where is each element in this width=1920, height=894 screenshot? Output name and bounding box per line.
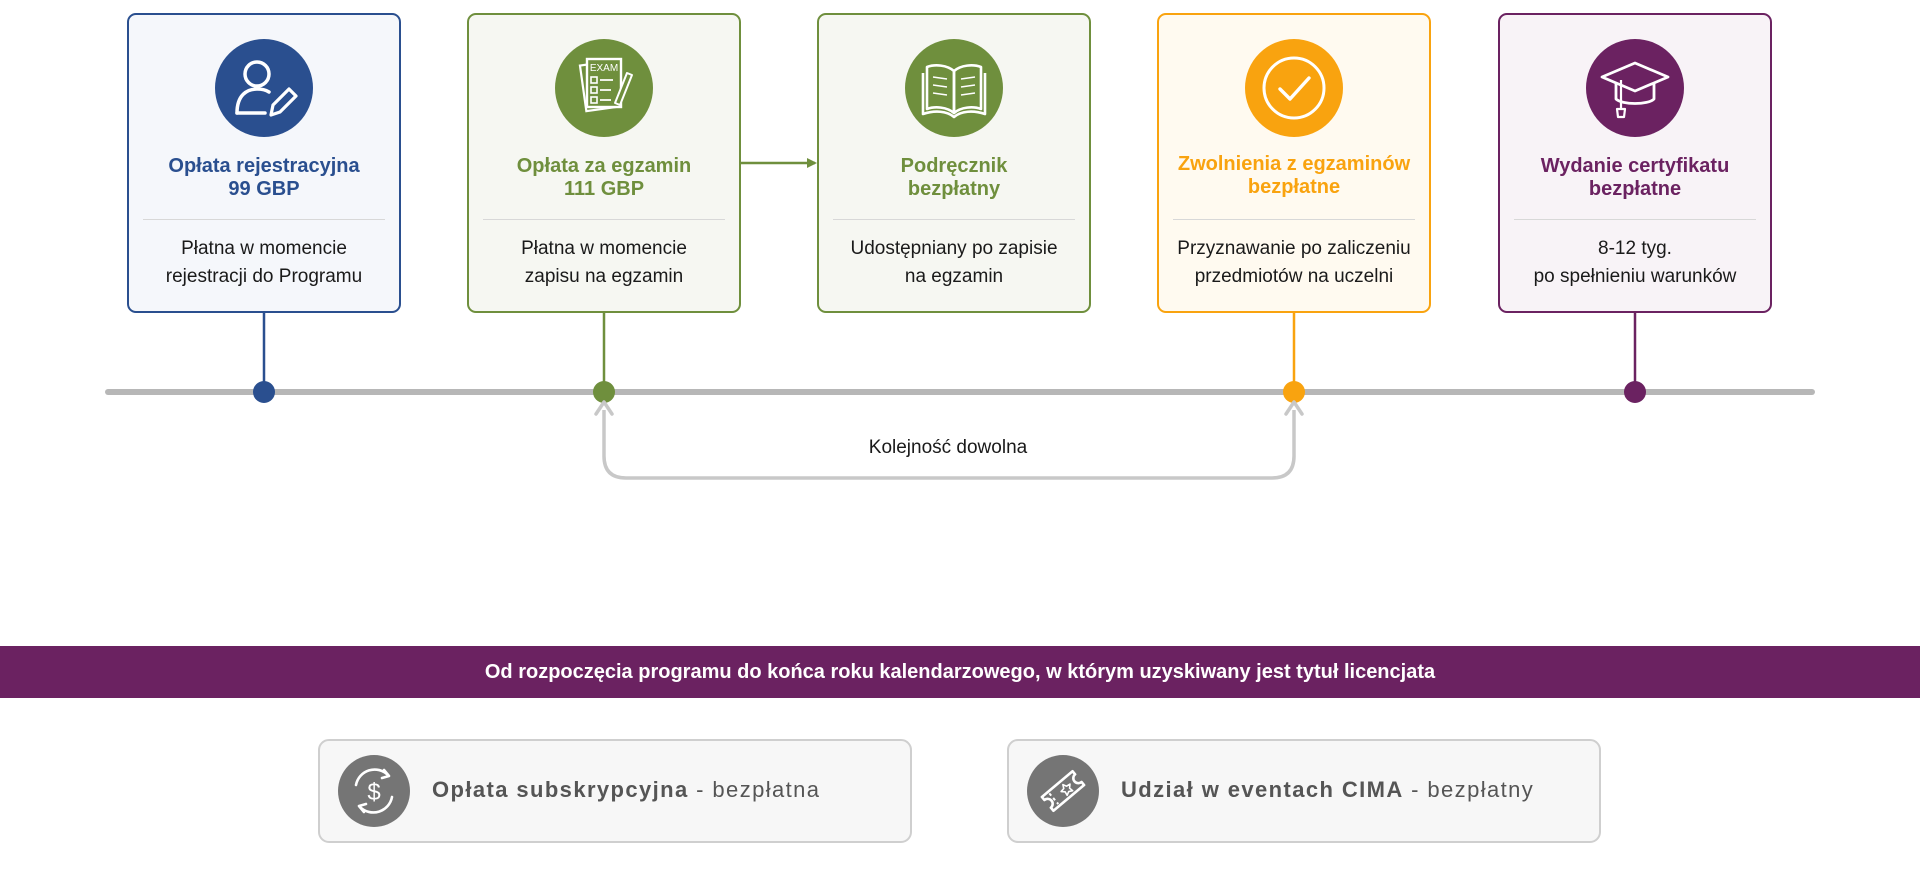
card-description-line: Przyznawanie po zaliczeniu [1177,238,1411,259]
benefit-value: bezpłatna [712,777,821,802]
card-description-line: Udostępniany po zapisie [850,238,1058,259]
card-divider [483,219,725,220]
card-title-line: Zwolnienia z egzaminów [1177,153,1411,175]
card-title: Wydanie certyfikatu bezpłatne [1506,155,1764,201]
card-description: Przyznawanie po zaliczeniu przedmiotów n… [1165,235,1423,291]
card-title-line: 99 GBP [228,178,300,200]
card-title: Podręcznik bezpłatny [825,155,1083,201]
check-circle-icon [1245,39,1343,137]
any-order-arrowhead [594,400,614,416]
card-registration-fee: Opłata rejestracyjna 99 GBP Płatna w mom… [127,13,401,313]
card-title-line: 111 GBP [563,178,645,200]
card-divider [833,219,1075,220]
card-description-line: Płatna w momencie [181,238,347,259]
timeline-dot [1283,381,1305,403]
card-title: Opłata za egzamin 111 GBP [475,155,733,201]
card-divider [1173,219,1415,220]
any-order-label: Kolejność dowolna [868,437,1028,458]
open-book-icon [905,39,1003,137]
any-order-arrowhead [1284,400,1304,416]
card-description-line: po spełnieniu warunków [1533,266,1737,287]
benefit-text: Udział w eventach CIMA - bezpłatny [1121,777,1534,803]
benefit-separator: - [688,777,713,802]
card-title-line: Wydanie certyfikatu [1540,155,1730,177]
timeline-dot [593,381,615,403]
exam-sheet-icon: EXAM [555,39,653,137]
card-title-line: Opłata za egzamin [516,155,692,177]
card-description: Płatna w momencie zapisu na egzamin [475,235,733,291]
card-description: Płatna w momencie rejestracji do Program… [135,235,393,291]
card-title-line: bezpłatne [1247,176,1341,198]
card-divider [143,219,385,220]
card-textbook: Podręcznik bezpłatny Udostępniany po zap… [817,13,1091,313]
card-divider [1514,219,1756,220]
card-title: Opłata rejestracyjna 99 GBP [135,155,393,201]
card-certificate: Wydanie certyfikatu bezpłatne 8-12 tyg. … [1498,13,1772,313]
benefit-events: Udział w eventach CIMA - bezpłatny [1007,739,1601,843]
card-description-line: Płatna w momencie [521,238,687,259]
card-title: Zwolnienia z egzaminów bezpłatne [1165,153,1423,199]
card-exam-fee: EXAM Opłata za egzamin 111 GBP Płatna w … [467,13,741,313]
card-description-line: 8-12 tyg. [1598,238,1672,259]
card-description: 8-12 tyg. po spełnieniu warunków [1506,235,1764,291]
svg-text:$: $ [367,779,380,806]
ticket-icon [1027,755,1099,827]
card-title-line: bezpłatny [907,178,1001,200]
timeline-dot [253,381,275,403]
card-exemptions: Zwolnienia z egzaminów bezpłatne Przyzna… [1157,13,1431,313]
benefit-label: Opłata subskrypcyjna [432,777,689,802]
benefit-text: Opłata subskrypcyjna - bezpłatna [432,777,820,803]
user-edit-icon [215,39,313,137]
program-duration-banner: Od rozpoczęcia programu do końca roku ka… [0,646,1920,698]
card-description-line: zapisu na egzamin [524,266,684,287]
benefit-subscription: $ Opłata subskrypcyjna - bezpłatna [318,739,912,843]
card-description: Udostępniany po zapisie na egzamin [825,235,1083,291]
exam-icon-label: EXAM [590,63,618,74]
dollar-cycle-icon: $ [338,755,410,827]
card-description-line: na egzamin [904,266,1004,287]
timeline-dot [1624,381,1646,403]
benefit-value: bezpłatny [1427,777,1535,802]
card-title-line: Opłata rejestracyjna [168,155,360,177]
card-description-line: przedmiotów na uczelni [1194,266,1394,287]
benefit-separator: - [1403,777,1428,802]
card-title-line: Podręcznik [900,155,1008,177]
card-description-line: rejestracji do Programu [165,266,363,287]
any-order-arrow [602,410,1296,480]
benefit-label: Udział w eventach CIMA [1121,777,1404,802]
graduation-cap-icon [1586,39,1684,137]
card-title-line: bezpłatne [1588,178,1682,200]
